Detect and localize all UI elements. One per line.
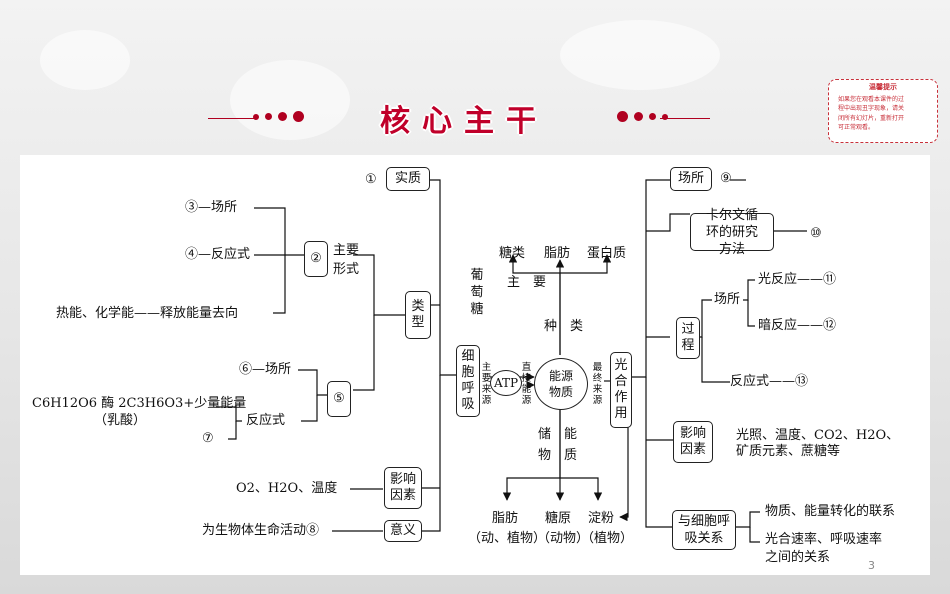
main-form-text: 主要形式 (333, 243, 360, 277)
number-9: ⑨ (720, 171, 732, 186)
starch-note: （植物） (581, 531, 634, 546)
title-right-line (660, 118, 710, 119)
fat-label: 脂肪 (544, 246, 571, 261)
box-process[interactable]: 过程 (676, 317, 700, 359)
glycogen-label: 糖原 (545, 511, 572, 526)
resp-factors: O2、H2O、温度 (236, 481, 338, 496)
box-photosynthesis[interactable]: 光合作用 (610, 352, 632, 428)
circle-5: ⑤ (333, 391, 345, 406)
hint-line: 程中出现丑字现象，请关 (838, 105, 905, 112)
box-relation-text: 与细胞呼吸关系 (677, 514, 730, 546)
title-char: 主 (464, 104, 494, 139)
box-resp-factors[interactable]: 影响因素 (384, 467, 422, 509)
relation-1: 物质、能量转化的联系 (765, 504, 896, 519)
energy-substance-circle[interactable]: 能源物质 (534, 358, 588, 410)
energy-substance-text: 能源物质 (548, 369, 573, 399)
reaction-4: ④—反应式 (185, 247, 251, 262)
relation-2: 光合速率、呼吸速率 (765, 532, 883, 547)
hint-line: 可正常观看。 (838, 124, 875, 131)
box-meaning[interactable]: 意义 (384, 520, 422, 542)
box-calvin[interactable]: 卡尔文循环的研究方法 (690, 208, 774, 257)
circle-2: ② (310, 251, 322, 266)
background-petal (230, 60, 350, 140)
page-number: 3 (868, 559, 875, 572)
main-label: 主 要 (507, 275, 547, 290)
circle-2-box[interactable]: ② (304, 241, 328, 277)
photo-factors-1: 光照、温度、CO2、H2O、 (736, 428, 900, 443)
box-type[interactable]: 类型 (405, 291, 431, 339)
protein-label: 蛋白质 (587, 246, 627, 261)
box-cell-respiration[interactable]: 细胞呼吸 (456, 345, 480, 417)
photo-equation: 反应式——⑬ (730, 374, 809, 389)
sugar-label: 糖类 (499, 246, 526, 261)
place-6: ⑥—场所 (239, 362, 292, 377)
relation-3: 之间的关系 (765, 550, 831, 565)
box-essence[interactable]: 实质 (386, 167, 430, 191)
glucose-label: 葡萄糖 (470, 268, 484, 317)
photo-factors-2: 矿质元素、蔗糖等 (736, 444, 841, 459)
hint-body: 如果您在观看本课件的过 程中出现丑字现象，请关 闭所有幻灯片，重新打开 可正常观… (834, 95, 932, 133)
photo-place-label: 场所 (714, 292, 741, 307)
lactic-acid: （乳酸） (94, 413, 147, 428)
number-7: ⑦ (202, 431, 214, 446)
background-petal (40, 30, 130, 90)
box-resp-factors-text: 影响因素 (389, 472, 416, 503)
box-cell-respiration-text: 细胞呼吸 (461, 349, 475, 412)
direct-source-label: 直接能源 (521, 362, 532, 406)
background-petal (560, 20, 720, 90)
concept-map: ① 实质 ③—场所 ④—反应式 ② 主要形式 热能、化学能——释放能量去向 类型… (20, 155, 930, 575)
dark-reaction: 暗反应——⑫ (758, 318, 837, 333)
box-type-text: 类型 (411, 299, 425, 330)
storage-label: 储 能 (538, 427, 578, 442)
place-3: ③—场所 (185, 200, 238, 215)
starch-label: 淀粉 (588, 511, 615, 526)
fat-bottom-label: 脂肪 (492, 511, 519, 526)
light-reaction: 光反应——⑪ (758, 272, 837, 287)
title-right-dots (614, 111, 671, 122)
glycogen-note: （动物） (537, 531, 590, 546)
equation-text: C6H12O6 酶 2C3H6O3+少量能量 (32, 396, 247, 411)
hint-line: 闭所有幻灯片，重新打开 (838, 114, 905, 122)
box-photo-factors-text: 影响因素 (679, 426, 706, 457)
heat-destination: 热能、化学能——释放能量去向 (56, 306, 239, 321)
hint-line: 如果您在观看本课件的过 (838, 95, 905, 103)
page-title: 核 心 主 干 (365, 98, 551, 139)
box-photo-factors[interactable]: 影响因素 (673, 421, 713, 463)
connector-lines (216, 179, 807, 543)
box-relation[interactable]: 与细胞呼吸关系 (672, 510, 736, 550)
kinds-label: 种 类 (544, 319, 584, 334)
box-photo-place[interactable]: 场所 (670, 167, 712, 191)
box-calvin-text: 卡尔文循环的研究方法 (705, 207, 758, 257)
resp-meaning: 为生物体生命活动⑧ (202, 523, 320, 538)
number-1: ① (365, 172, 377, 187)
circle-5-box[interactable]: ⑤ (327, 381, 351, 417)
hint-box: 温馨提示 如果您在观看本课件的过 程中出现丑字现象，请关 闭所有幻灯片，重新打开… (828, 79, 938, 143)
final-source-label: 最终来源 (592, 362, 603, 406)
title-left-line (208, 118, 258, 119)
main-source-label: 主要来源 (481, 362, 492, 406)
title-left-dots (250, 111, 307, 122)
main-form-label: 主要形式 (333, 241, 367, 279)
title-char: 干 (506, 104, 536, 139)
reaction-label: 反应式 (246, 413, 286, 428)
box-photosynthesis-text: 光合作用 (614, 358, 628, 421)
title-char: 心 (422, 104, 452, 139)
title-char: 核 (380, 104, 410, 139)
fat-bottom-note: （动、植物） (468, 531, 547, 546)
box-process-text: 过程 (681, 322, 695, 353)
number-10: ⑩ (810, 226, 822, 241)
atp-circle[interactable]: ATP (490, 370, 522, 396)
hint-title: 温馨提示 (869, 83, 897, 91)
equation: C6H12O6 酶 2C3H6O3+少量能量 (32, 396, 246, 412)
matter-label: 物 质 (538, 448, 578, 463)
